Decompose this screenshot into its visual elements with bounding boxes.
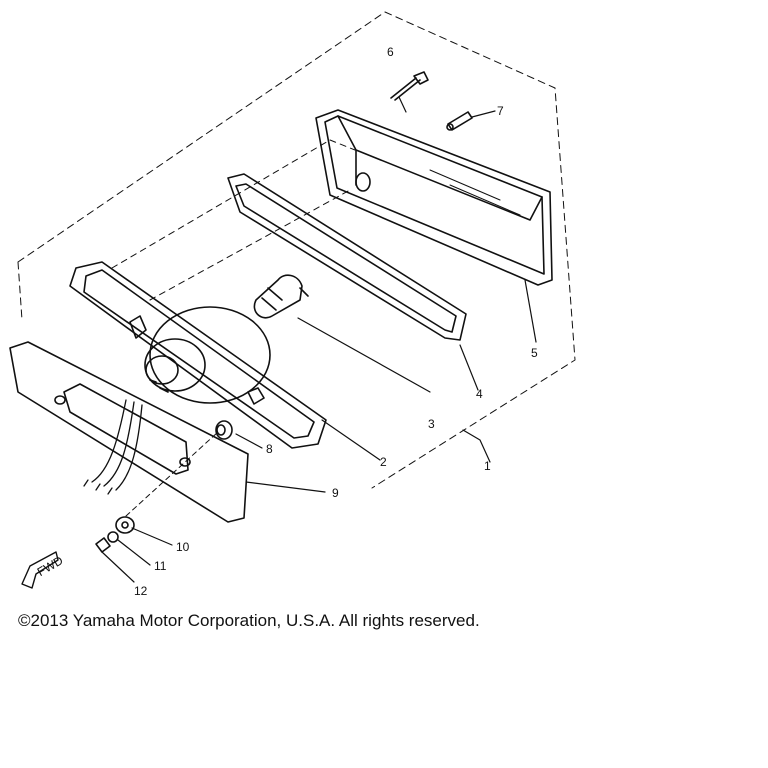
lock-washer-part [107, 531, 119, 543]
grommet-part [215, 420, 233, 440]
fwd-label: FWD [35, 553, 66, 579]
screw-6 [390, 71, 429, 101]
plate-part [9, 341, 249, 523]
callout-11: 11 [154, 559, 167, 573]
callout-1: 1 [484, 459, 491, 473]
callout-8: 8 [266, 442, 273, 456]
callout-3: 3 [428, 417, 435, 431]
callout-5: 5 [531, 346, 538, 360]
callout-2: 2 [380, 455, 387, 469]
wire-harness [83, 399, 143, 495]
housing-part [69, 261, 327, 449]
nut-part [95, 537, 111, 553]
copyright-notice: ©2013 Yamaha Motor Corporation, U.S.A. A… [18, 611, 480, 630]
gasket-part [227, 173, 467, 341]
callout-10: 10 [176, 540, 190, 554]
callout-9: 9 [332, 486, 339, 500]
callout-6: 6 [387, 45, 394, 59]
washer-part [115, 516, 135, 534]
screw-7 [446, 111, 473, 131]
parts-diagram: FWD 1 2 3 4 5 6 7 8 9 10 11 12 [9, 11, 576, 598]
callout-7: 7 [497, 104, 504, 118]
callout-4: 4 [476, 387, 483, 401]
callout-12: 12 [134, 584, 148, 598]
projection-lines [111, 139, 356, 301]
leader-lines [101, 96, 537, 583]
lens-part [315, 109, 553, 286]
bulb-part [253, 274, 309, 319]
assembly-outline [17, 11, 576, 489]
fwd-arrow-icon [21, 551, 59, 589]
